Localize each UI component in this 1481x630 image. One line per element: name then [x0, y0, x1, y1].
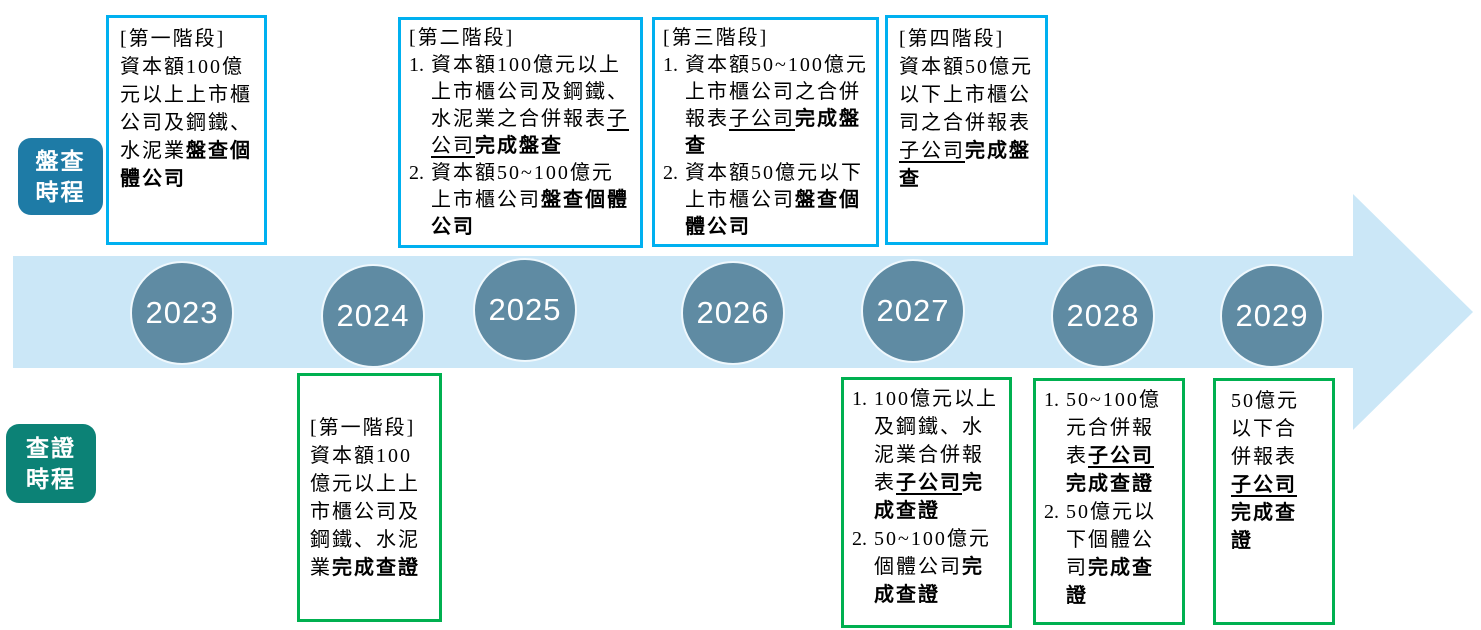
list-number: 1.	[663, 54, 678, 76]
plain-text: 資本額50億元以下上市櫃公司之合併報表	[899, 56, 1033, 134]
plain-text: 50億元以下個體公司	[1066, 501, 1156, 579]
plain-text: 50億元以下合併報表	[1231, 390, 1299, 468]
bold-text: 完成盤查	[899, 140, 1031, 190]
plain-text: [第一階段]	[120, 28, 226, 50]
list-number: 1.	[1044, 389, 1059, 411]
plain-text: 50~100億元合併報表	[1066, 389, 1161, 467]
list-item: 1. 資本額100億元以上上市櫃公司及鋼鐵、水泥業之合併報表子公司完成盤查	[409, 52, 632, 160]
text-content: 資本額100億元以上上市櫃公司及鋼鐵、水泥業之合併報表子公司完成盤查	[431, 52, 632, 160]
text-paragraph: [第三階段]	[663, 25, 868, 52]
list-number: 1.	[409, 54, 424, 76]
list-number: 2.	[1044, 501, 1059, 523]
text-content: 資本額100億元以上上市櫃公司及鋼鐵、水泥業盤查個體公司	[120, 56, 252, 190]
list-item: 1. 資本額50~100億元上市櫃公司之合併報表子公司完成盤查	[663, 52, 868, 160]
text-paragraph: 50億元以下合併報表子公司完成查證	[1231, 387, 1317, 555]
list-number: 2.	[663, 162, 678, 184]
plain-text: [第四階段]	[899, 28, 1005, 50]
text-paragraph: [第一階段]	[310, 414, 429, 442]
bold-text: 盤查個體公司	[685, 189, 861, 238]
text-paragraph: [第一階段]	[120, 25, 253, 53]
plain-text: 資本額50~100億元上市櫃公司	[431, 162, 614, 211]
plain-text: 資本額100億元以上上市櫃公司及鋼鐵、水泥業	[310, 444, 420, 579]
text-content: 資本額50~100億元上市櫃公司盤查個體公司	[431, 160, 632, 241]
plain-text: 50~100億元個體公司	[874, 528, 991, 578]
list-item: 1. 100億元以上及鋼鐵、水泥業合併報表子公司完成查證	[852, 385, 1001, 525]
text-paragraph: [第四階段]	[899, 25, 1034, 53]
text-content: [第三階段]	[663, 27, 768, 49]
underlined-text: 子公司	[1231, 474, 1297, 496]
plain-text: [第三階段]	[663, 27, 769, 49]
plain-text: [第二階段]	[409, 27, 515, 49]
underlined-text: 子公司	[729, 108, 795, 130]
arrow-right-icon	[1353, 194, 1473, 430]
bold-text: 完成查證	[1231, 502, 1297, 552]
plain-text: [第一階段]	[310, 416, 416, 439]
plain-text: 100億元以上及鋼鐵、水泥業合併報表	[874, 388, 998, 494]
plain-text: 資本額100億元以上上市櫃公司及鋼鐵、水泥業之合併報表	[431, 54, 629, 130]
text-content: 資本額50~100億元上市櫃公司之合併報表子公司完成盤查	[685, 52, 868, 160]
list-number: 2.	[852, 528, 867, 550]
list-item: 2. 資本額50~100億元上市櫃公司盤查個體公司	[409, 160, 632, 241]
verification-stage-1-box: [第一階段] 資本額100億元以上上市櫃公司及鋼鐵、水泥業完成查證	[297, 373, 442, 622]
bold-text: 完成盤查	[685, 108, 861, 157]
underlined-text: 子公司	[896, 472, 962, 494]
year-circle-2025: 2025	[473, 258, 577, 362]
bold-text: 完成盤查	[475, 135, 563, 157]
year-circle-2023: 2023	[130, 261, 234, 365]
year-circle-2029: 2029	[1220, 264, 1324, 368]
bold-text: 完成查證	[874, 556, 984, 606]
text-content: [第一階段]	[310, 417, 415, 439]
year-circle-2028: 2028	[1051, 264, 1155, 368]
bold-text: 完成查證	[1066, 473, 1154, 495]
list-item: 2. 50~100億元個體公司完成查證	[852, 525, 1001, 609]
bold-text: 盤查個體公司	[431, 189, 629, 238]
bold-text: 完成查證	[874, 472, 984, 522]
underlined-text: 子公司	[431, 108, 629, 157]
inventory-stage-2-box: [第二階段] 1. 資本額100億元以上上市櫃公司及鋼鐵、水泥業之合併報表子公司完成…	[398, 17, 643, 248]
text-content: [第一階段]	[120, 28, 225, 50]
list-number: 2.	[409, 162, 424, 184]
text-paragraph: 資本額50億元以下上市櫃公司之合併報表子公司完成盤查	[899, 53, 1034, 193]
text-paragraph: [第二階段]	[409, 25, 632, 52]
text-content: 50億元以下個體公司完成查證	[1066, 498, 1174, 610]
list-item: 2. 50億元以下個體公司完成查證	[1044, 498, 1174, 610]
year-circle-2024: 2024	[321, 264, 425, 368]
inventory-schedule-badge: 盤查 時程	[18, 138, 103, 215]
text-content: [第二階段]	[409, 27, 514, 49]
plain-text: 資本額100億元以上上市櫃公司及鋼鐵、水泥業	[120, 56, 252, 162]
text-content: 資本額100億元以上上市櫃公司及鋼鐵、水泥業完成查證	[310, 445, 420, 579]
text-content: 50億元以下合併報表子公司完成查證	[1231, 390, 1299, 552]
inventory-stage-4-box: [第四階段] 資本額50億元以下上市櫃公司之合併報表子公司完成盤查	[885, 15, 1048, 245]
year-circle-2027: 2027	[861, 259, 965, 363]
text-paragraph: 資本額100億元以上上市櫃公司及鋼鐵、水泥業完成查證	[310, 442, 429, 582]
text-content: 資本額50億元以下上市櫃公司之合併報表子公司完成盤查	[899, 56, 1033, 190]
list-number: 1.	[852, 388, 867, 410]
text-content: 50~100億元個體公司完成查證	[874, 525, 1001, 609]
text-content: 100億元以上及鋼鐵、水泥業合併報表子公司完成查證	[874, 385, 1001, 525]
bold-text: 盤查個體公司	[120, 140, 252, 190]
plain-text: 資本額50~100億元上市櫃公司之合併報表	[685, 54, 868, 130]
verification-2029-box: 50億元以下合併報表子公司完成查證	[1213, 378, 1335, 625]
inventory-stage-3-box: [第三階段] 1. 資本額50~100億元上市櫃公司之合併報表子公司完成盤查 2. 資本…	[652, 17, 879, 247]
bold-text: 完成查證	[1066, 557, 1154, 607]
list-item: 1. 50~100億元合併報表子公司完成查證	[1044, 386, 1174, 498]
text-paragraph: 資本額100億元以上上市櫃公司及鋼鐵、水泥業盤查個體公司	[120, 53, 253, 193]
text-content: [第四階段]	[899, 28, 1004, 50]
plain-text: 資本額50億元以下上市櫃公司	[685, 162, 863, 211]
bold-text: 完成查證	[332, 556, 420, 579]
underlined-text: 子公司	[899, 140, 965, 162]
underlined-text: 子公司	[1088, 445, 1154, 467]
text-content: 資本額50億元以下上市櫃公司盤查個體公司	[685, 160, 868, 241]
year-circle-2026: 2026	[681, 261, 785, 365]
inventory-stage-1-box: [第一階段] 資本額100億元以上上市櫃公司及鋼鐵、水泥業盤查個體公司	[106, 15, 267, 245]
text-content: 50~100億元合併報表子公司完成查證	[1066, 386, 1174, 498]
list-item: 2. 資本額50億元以下上市櫃公司盤查個體公司	[663, 160, 868, 241]
verification-schedule-badge: 查證 時程	[6, 424, 96, 503]
